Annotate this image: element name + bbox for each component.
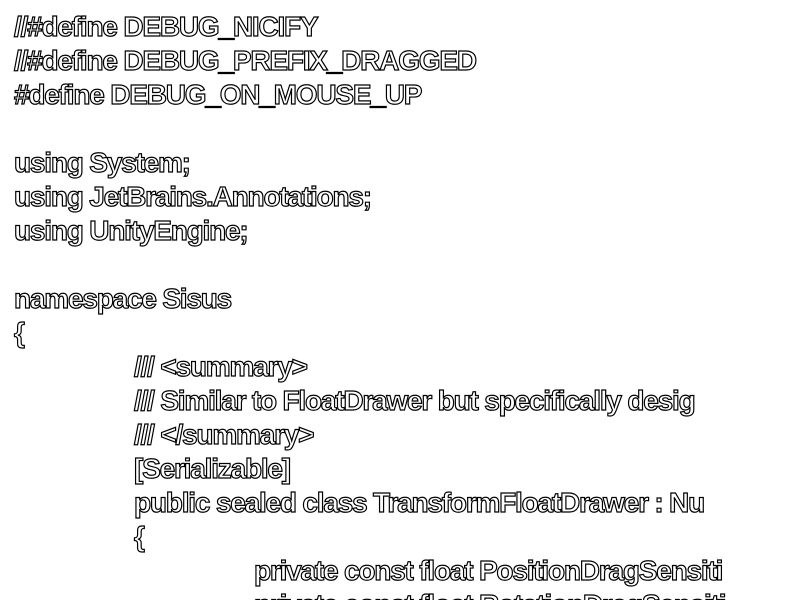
code-line-17: private const float PositionDragSensiti xyxy=(253,554,724,586)
code-line-13: /// </summary> xyxy=(133,418,315,450)
code-line-12: /// Similar to FloatDrawer but specifica… xyxy=(133,384,696,416)
code-line-10: { xyxy=(13,316,25,348)
code-line-1: //#define DEBUG_NICIFY xyxy=(13,10,319,42)
code-line-16: { xyxy=(133,520,145,552)
code-line-9: namespace Sisus xyxy=(13,282,232,314)
code-line-2: //#define DEBUG_PREFIX_DRAGGED xyxy=(13,44,477,76)
code-line-11: /// <summary> xyxy=(133,350,308,382)
code-line-15: public sealed class TransformFloatDrawer… xyxy=(133,486,705,518)
code-line-18: private const float RotationDragSensiti xyxy=(253,588,727,600)
code-line-6: using JetBrains.Annotations; xyxy=(13,180,372,212)
code-line-5: using System; xyxy=(13,146,191,178)
code-line-14: [Serializable] xyxy=(133,452,291,484)
code-line-7: using UnityEngine; xyxy=(13,214,249,246)
code-line-3: #define DEBUG_ON_MOUSE_UP xyxy=(13,78,423,110)
